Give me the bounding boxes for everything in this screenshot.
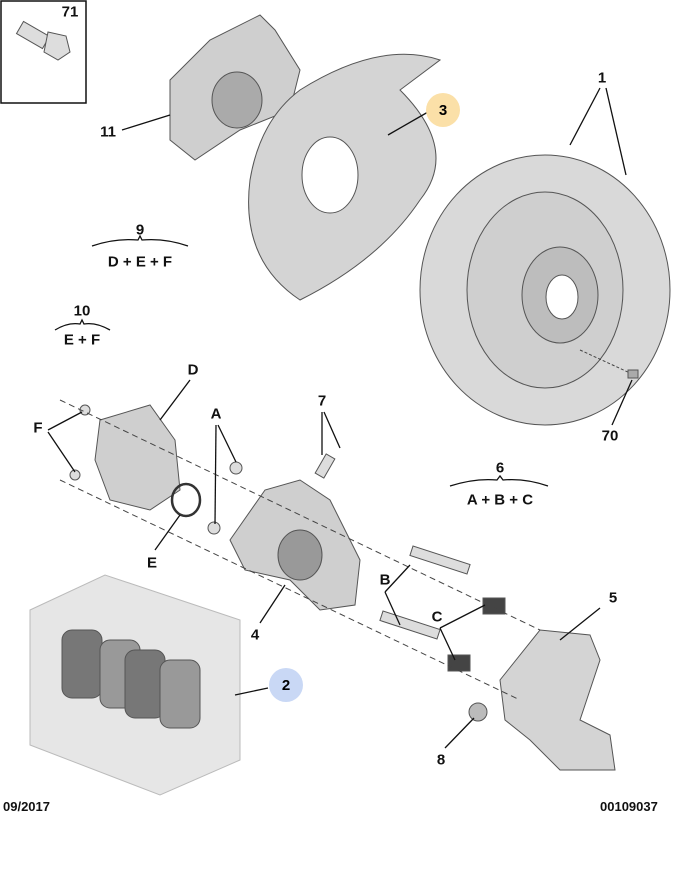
label-4: 4 — [250, 626, 260, 644]
seal-E — [170, 482, 202, 518]
label-6: 6 — [495, 459, 505, 477]
label-10: 10 — [73, 302, 91, 320]
inset-box-71 — [0, 0, 87, 104]
brake-pad-kit-2 — [29, 574, 241, 796]
label-A: A — [210, 405, 222, 423]
label-2-highlighted[interactable]: 2 — [269, 668, 303, 702]
label-9: 9 — [135, 221, 145, 239]
label-71: 71 — [61, 3, 79, 21]
label-7: 7 — [317, 392, 327, 410]
bolt-71 — [15, 20, 71, 61]
label-F: F — [33, 419, 43, 437]
label-3-highlighted[interactable]: 3 — [426, 93, 460, 127]
label-6-group: A + B + C — [466, 491, 534, 509]
label-D: D — [187, 361, 199, 379]
footer-date: 09/2017 — [3, 799, 50, 814]
caliper-bracket-5 — [499, 629, 616, 771]
label-1: 1 — [597, 69, 607, 87]
label-5: 5 — [608, 589, 618, 607]
label-E: E — [146, 554, 158, 572]
electric-motor-D — [94, 404, 181, 511]
label-8: 8 — [436, 751, 446, 769]
label-70: 70 — [601, 427, 619, 445]
label-C: C — [431, 608, 443, 626]
label-B: B — [379, 571, 391, 589]
footer-reference: 00109037 — [600, 799, 658, 814]
label-10-group: E + F — [63, 331, 101, 349]
label-11: 11 — [100, 123, 116, 141]
label-9-group: D + E + F — [107, 253, 173, 271]
